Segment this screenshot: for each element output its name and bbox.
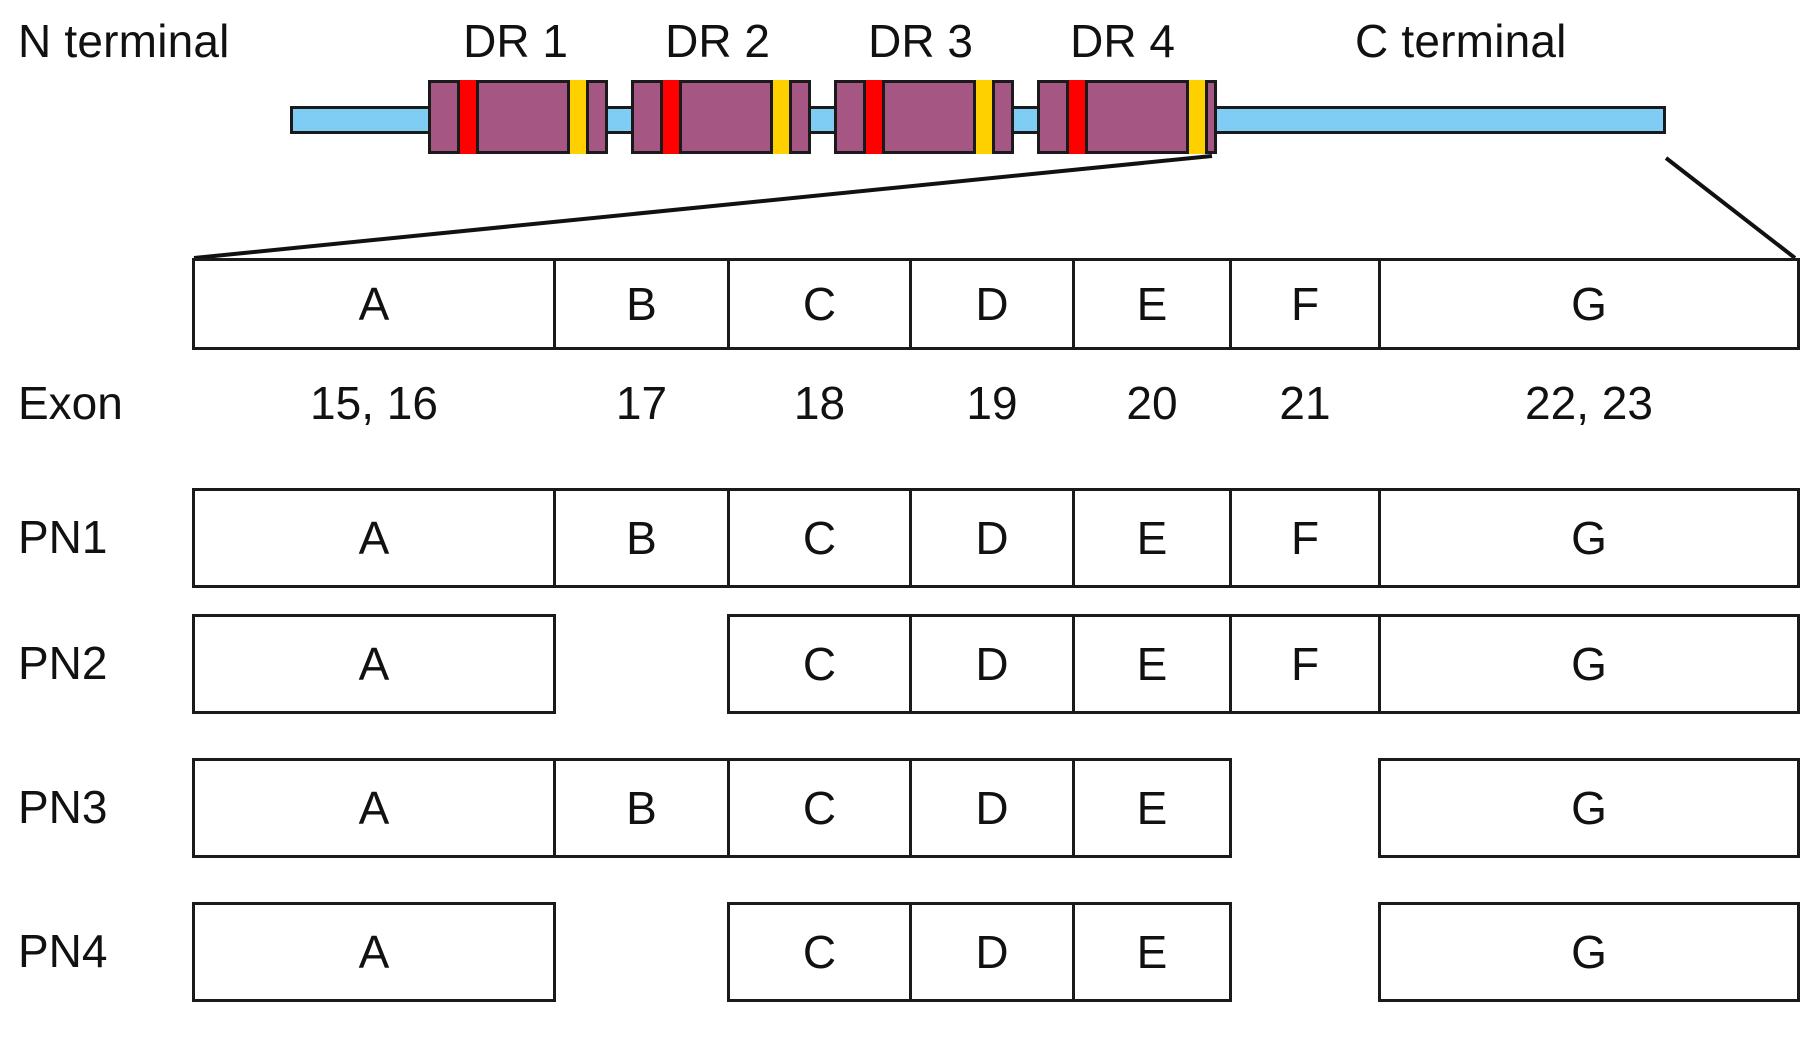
isoform-pn3-segment-a: A — [192, 758, 556, 858]
isoform-row-pn3: PN3 A B C D E G — [0, 758, 1803, 858]
exon-value-d: 19 — [966, 377, 1018, 429]
isoform-pn2-segment-a: A — [192, 614, 556, 714]
isoform-label-pn3: PN3 — [18, 781, 108, 833]
domain-dr1-yellow-stripe — [567, 80, 589, 154]
segment-cell-g: G — [1378, 258, 1800, 350]
segment-cell-c: C — [727, 258, 912, 350]
domain-label-dr1: DR 1 — [463, 15, 568, 67]
domain-box-dr1 — [428, 80, 608, 154]
leader-line-right — [1664, 156, 1797, 260]
domain-dr3-red-stripe — [863, 80, 885, 154]
isoform-row-pn4: PN4 A C D E G — [0, 902, 1803, 1002]
segment-cell-f: F — [1229, 258, 1381, 350]
backbone-c-terminal — [1208, 106, 1666, 134]
isoform-pn3-segment-g: G — [1378, 758, 1800, 858]
segment-cell-e: E — [1072, 258, 1232, 350]
isoform-pn4-segment-a: A — [192, 902, 556, 1002]
isoform-pn3-segment-c: C — [727, 758, 912, 858]
exon-value-c: 18 — [793, 377, 846, 429]
domain-dr1-red-stripe — [457, 80, 479, 154]
segment-cell-b: B — [553, 258, 730, 350]
exon-row: Exon 15, 16 17 18 19 20 21 22, 23 — [0, 380, 1803, 440]
exon-value-a: 15, 16 — [310, 377, 438, 429]
isoform-label-pn1: PN1 — [18, 511, 108, 563]
exon-value-g: 22, 23 — [1525, 377, 1653, 429]
domain-dr4-yellow-stripe — [1186, 80, 1208, 154]
isoform-pn3-segment-e: E — [1072, 758, 1232, 858]
segment-cell-d: D — [909, 258, 1075, 350]
isoform-pn1-segment-a: A — [192, 488, 556, 588]
leader-line-left — [193, 154, 1213, 260]
domain-box-dr2 — [631, 80, 811, 154]
domain-label-dr3: DR 3 — [868, 15, 973, 67]
isoform-label-pn4: PN4 — [18, 925, 108, 977]
domain-dr4-red-stripe — [1066, 80, 1088, 154]
exon-value-e: 20 — [1126, 377, 1178, 429]
isoform-pn2-segment-c: C — [727, 614, 912, 714]
isoform-pn4-segment-e: E — [1072, 902, 1232, 1002]
isoform-pn1-segment-e: E — [1072, 488, 1232, 588]
isoform-label-pn2: PN2 — [18, 637, 108, 689]
domain-label-dr2: DR 2 — [665, 15, 770, 67]
isoform-pn1-segment-d: D — [909, 488, 1075, 588]
domain-box-dr3 — [834, 80, 1014, 154]
exon-value-b: 17 — [615, 377, 668, 429]
backbone-n-terminal — [290, 106, 435, 134]
isoform-pn2-segment-f: F — [1229, 614, 1381, 714]
domain-dr2-red-stripe — [660, 80, 682, 154]
domain-box-dr4 — [1037, 80, 1217, 154]
isoform-pn2-segment-g: G — [1378, 614, 1800, 714]
segment-cell-a: A — [192, 258, 556, 350]
isoform-pn2-segment-d: D — [909, 614, 1075, 714]
isoform-row-pn2: PN2 A C D E F G — [0, 614, 1803, 714]
n-terminal-label: N terminal — [18, 15, 230, 67]
isoform-row-pn1: PN1 A B C D E F G — [0, 488, 1803, 588]
isoform-pn1-segment-b: B — [553, 488, 730, 588]
isoform-pn3-segment-d: D — [909, 758, 1075, 858]
domain-dr2-yellow-stripe — [770, 80, 792, 154]
isoform-pn4-segment-c: C — [727, 902, 912, 1002]
protein-schematic: N terminal C terminal DR 1 DR 2 DR 3 DR … — [0, 0, 1803, 175]
isoform-pn1-segment-f: F — [1229, 488, 1381, 588]
isoform-pn3-segment-b: B — [553, 758, 730, 858]
domain-label-dr4: DR 4 — [1070, 15, 1175, 67]
isoform-pn2-segment-e: E — [1072, 614, 1232, 714]
isoform-pn4-segment-g: G — [1378, 902, 1800, 1002]
exon-row-label: Exon — [18, 377, 123, 429]
isoform-pn4-segment-d: D — [909, 902, 1075, 1002]
domain-dr3-yellow-stripe — [973, 80, 995, 154]
exon-value-f: 21 — [1279, 377, 1331, 429]
isoform-pn1-segment-c: C — [727, 488, 912, 588]
isoform-pn1-segment-g: G — [1378, 488, 1800, 588]
c-terminal-label: C terminal — [1355, 15, 1567, 67]
zoom-leader-lines — [193, 154, 1797, 260]
segment-table: A B C D E F G — [192, 258, 1800, 350]
